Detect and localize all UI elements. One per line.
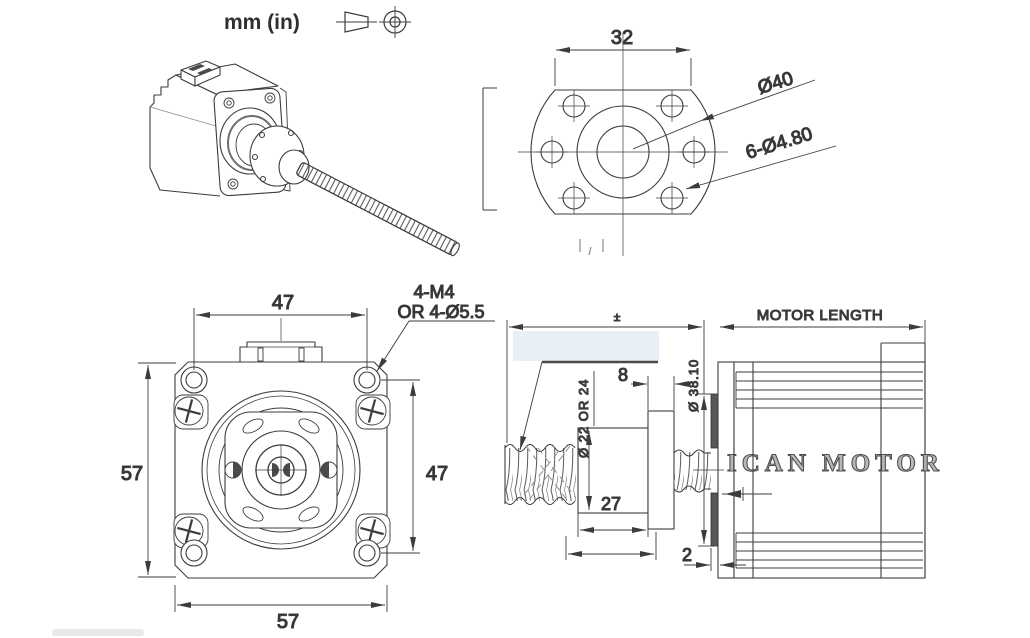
- dim-27-label: 27: [601, 494, 621, 514]
- lead-screw-section: [504, 444, 578, 505]
- connector-block-3d: [180, 60, 221, 87]
- dim-47-right: [381, 379, 420, 554]
- connector-front: [239, 341, 323, 362]
- phillips-screws: [173, 394, 391, 549]
- units-label: mm (in): [224, 11, 300, 34]
- side-view: ICAN MOTOR ± MOTOR LENGTH 8 2: [504, 306, 944, 579]
- lead-screw-section-2: [673, 449, 711, 493]
- lead-screw-3d: [296, 162, 460, 257]
- dim-47-top: [193, 308, 368, 370]
- dim-57-left-label: 57: [121, 463, 143, 485]
- plate-slots: [224, 418, 338, 522]
- dim-47-top-label: 47: [272, 292, 294, 314]
- corner-holes: [180, 366, 381, 567]
- leader-line1-label: 4-M4: [413, 282, 454, 302]
- dim-8: [631, 376, 691, 410]
- leader-corner-holes: [376, 320, 495, 372]
- motor-length-label: MOTOR LENGTH: [757, 307, 884, 324]
- leader-line2-label: OR 4-Ø5.5: [397, 302, 484, 322]
- smudge-mark: [52, 629, 144, 636]
- flange-face-view: 32 Ø40 6-Ø4.80: [518, 26, 837, 256]
- iso-bracket: [482, 87, 497, 211]
- dim-57-left: [138, 362, 176, 578]
- od40-label: Ø40: [755, 68, 795, 99]
- dim-unlabeled-a: [577, 513, 649, 537]
- leader-holes: [685, 145, 837, 190]
- dim-32: [554, 47, 692, 86]
- dim-2: [684, 548, 746, 571]
- dim-unlabeled-b: [565, 532, 657, 560]
- front-view: 47 47 57 57 4-M4 OR 4-: [120, 281, 495, 634]
- dim-8-label: 8: [618, 365, 628, 385]
- projection-target-icon: [379, 6, 411, 38]
- tolerance-mark: ±: [614, 310, 621, 324]
- dim-57-bottom: [174, 585, 388, 612]
- nut-od-label: Ø 22 OR 24: [576, 379, 591, 458]
- dim-boss-od: [698, 393, 714, 547]
- leader-od40: [632, 79, 816, 150]
- units-and-projection: mm (in): [224, 6, 411, 38]
- motor-body-side: [693, 342, 926, 579]
- holes-label: 6-Ø4.80: [743, 124, 815, 164]
- dim-motor-length: [720, 320, 926, 343]
- dim-32-label: 32: [611, 27, 633, 49]
- dim-47-right-label: 47: [426, 463, 448, 485]
- boss-od-label: Ø 38.10: [686, 359, 701, 412]
- dim-overall: [506, 320, 705, 443]
- dim-2-label: 2: [682, 545, 692, 565]
- stray-ticks: [579, 239, 604, 256]
- isometric-view: [149, 60, 497, 257]
- dim-57-bottom-label: 57: [277, 611, 299, 633]
- flange-mounting-holes: [536, 90, 710, 214]
- nut-flange: [647, 410, 675, 530]
- watermark-text: ICAN MOTOR: [727, 450, 944, 477]
- first-angle-projection-icon: [336, 11, 377, 33]
- highlight-band: [513, 331, 659, 361]
